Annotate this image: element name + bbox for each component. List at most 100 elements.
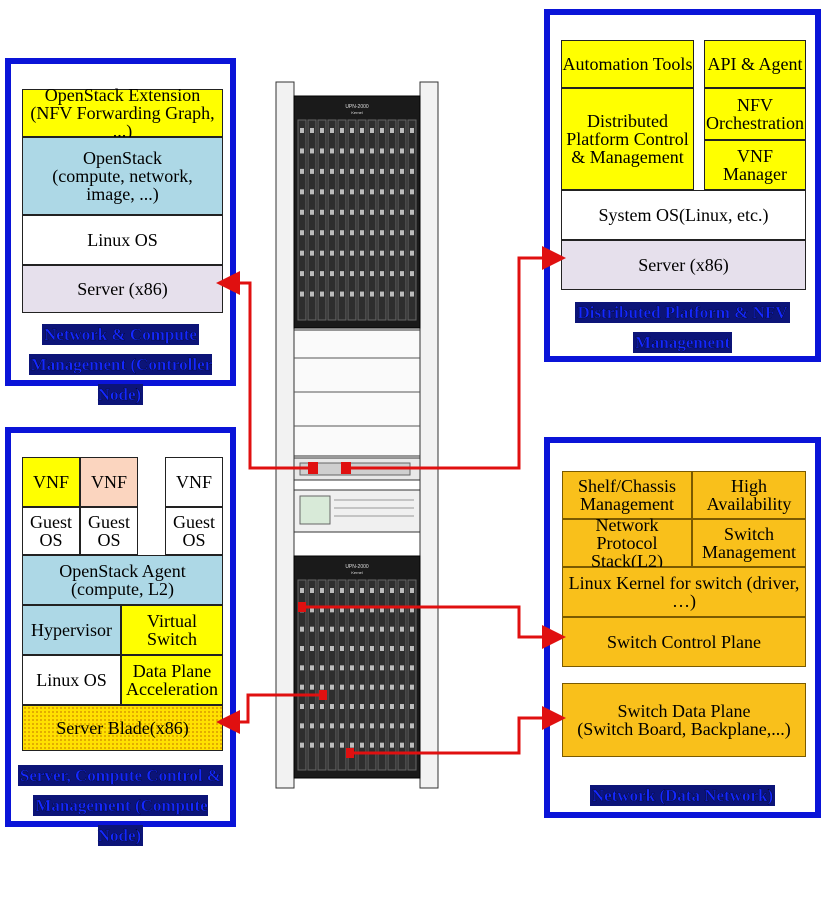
card-port [330,665,334,671]
card-port [360,665,364,671]
card-port [410,230,414,236]
card-port [320,128,324,133]
card-port [320,250,324,256]
data-plane-acceleration-box: Data Plane Acceleration [121,655,223,705]
card-port [380,271,384,277]
card-port [310,684,314,690]
card-port [340,588,344,593]
middle-bay [293,329,421,457]
card-port [410,684,414,690]
hypervisor-box: Hypervisor [22,605,121,655]
line-card [337,119,347,321]
card-port [400,189,404,195]
switch-management-box: Switch Management [692,519,806,567]
card-port [350,128,354,133]
card-port [390,704,394,709]
guest-os-box-3: Guest OS [165,507,223,555]
line-card [407,579,417,771]
card-port [400,230,404,236]
card-port [320,607,324,613]
line-card [377,119,387,321]
card-port [390,128,394,133]
automation-tools-box: Automation Tools [561,40,694,88]
card-port [350,189,354,195]
card-port [400,128,404,133]
line-card [397,579,407,771]
controller-node-panel: OpenStack Extension (NFV Forwarding Grap… [5,58,236,405]
compute-node-panel: VNF VNF VNF Guest OS Guest OS Guest OS O… [5,427,236,846]
card-port [400,588,404,593]
nfv-orchestration-box: NFV Orchestration [704,88,806,140]
card-port [300,148,304,154]
card-port [320,723,324,729]
card-port [380,148,384,154]
card-port [390,250,394,256]
guest-os-box-1: Guest OS [22,507,80,555]
card-port [390,291,394,297]
card-port [300,250,304,256]
line-card [397,119,407,321]
linux-os-box: Linux OS [22,655,121,705]
card-port [340,189,344,195]
card-port [400,665,404,671]
line-card [307,119,317,321]
card-port [330,128,334,133]
card-port [390,209,394,215]
card-port [360,148,364,154]
openstack-agent-layer: OpenStack Agent (compute, L2) [22,555,223,605]
card-port [400,723,404,729]
card-port [330,189,334,195]
line-card [297,579,307,771]
caption-line-1: Distributed Platform & NFV [575,302,790,323]
card-port [310,588,314,593]
card-port [410,607,414,613]
high-availability-box: High Availability [692,471,806,519]
card-port [340,128,344,133]
port-marker [308,462,318,474]
card-port [410,209,414,215]
card-port [410,168,414,174]
card-port [380,291,384,297]
card-port [330,230,334,236]
bottom-shelf-sublabel: Kernel [351,570,363,575]
line-card [407,119,417,321]
card-port [330,646,334,651]
card-port [380,250,384,256]
card-port [350,168,354,174]
card-port [400,742,404,748]
card-port [370,230,374,236]
card-port [400,607,404,613]
card-port [330,209,334,215]
card-port [300,271,304,277]
card-port [340,271,344,277]
card-port [360,588,364,593]
card-port [410,250,414,256]
card-port [390,588,394,593]
card-port [350,291,354,297]
card-port [390,723,394,729]
card-port [300,626,304,632]
card-port [380,723,384,729]
card-port [320,230,324,236]
bottom-shelf-label: UPN-2000 [345,564,369,570]
card-port [310,271,314,277]
card-port [310,148,314,154]
card-port [340,704,344,709]
card-port [410,646,414,651]
card-port [350,588,354,593]
card-port [340,626,344,632]
card-port [300,230,304,236]
card-port [370,189,374,195]
openstack-extension-layer: OpenStack Extension (NFV Forwarding Grap… [22,86,223,140]
card-port [410,704,414,709]
card-port [310,128,314,133]
vnf-manager-box: VNF Manager [704,140,806,190]
card-port [400,250,404,256]
card-port [320,271,324,277]
card-port [380,684,384,690]
card-port [390,271,394,277]
card-port [370,665,374,671]
card-port [300,723,304,729]
card-port [410,742,414,748]
